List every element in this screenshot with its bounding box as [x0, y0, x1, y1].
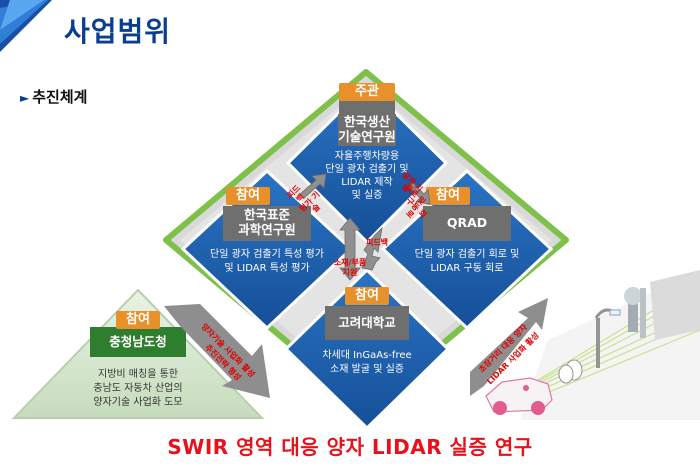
- bottom-box-desc1: 차세대 InGaAs-free: [322, 350, 412, 361]
- top-box-org-line2: 기술연구원: [338, 129, 396, 144]
- top-box-desc1: 자율주행차량용: [334, 151, 400, 162]
- right-box-org: QRAD: [446, 215, 488, 230]
- section-heading: ►추진체계: [20, 86, 87, 107]
- bottom-box-org: 고려대학교: [338, 315, 396, 330]
- label-material-parts: 소재/부품: [333, 258, 367, 267]
- tag-left: [226, 187, 270, 205]
- tag-province: [116, 311, 160, 329]
- province-desc1: 지방비 매칭을 통한: [98, 369, 178, 380]
- top-box-tag: 주관: [355, 84, 379, 99]
- arrow-vertical: [339, 217, 361, 281]
- top-box-org-line1: 한국생산: [343, 114, 390, 129]
- arrow-car: [470, 298, 548, 396]
- province-desc3: 양자기술 사업화 도모: [93, 397, 183, 408]
- left-box-desc2: 및 LIDAR 특성 평가: [224, 263, 310, 274]
- footer-title: SWIR 영역 대응 양자 LIDAR 실증 연구: [167, 435, 533, 459]
- label-feedback-b: 피드백: [365, 238, 389, 247]
- arrow-top-to-right: [407, 181, 431, 205]
- bottom-box-tag: 참여: [355, 288, 379, 303]
- province-tag: 참여: [126, 312, 150, 327]
- tag-top: [339, 83, 395, 101]
- left-box-desc1: 단일 광자 검출기 특성 평가: [210, 249, 324, 260]
- top-box-desc4: 및 실증: [351, 190, 383, 201]
- left-box-tag: 참여: [236, 188, 260, 203]
- right-box-desc2: LIDAR 구동 회로: [430, 263, 504, 274]
- top-box-desc2: 단일 광자 검출기 및: [325, 164, 409, 175]
- bottom-box-desc2: 소재 발굴 및 실증: [330, 364, 404, 375]
- left-box-org-line2: 과학연구원: [238, 222, 296, 237]
- section-label: 추진체계: [32, 88, 88, 106]
- car-scene: [485, 270, 700, 420]
- top-box-desc3: LIDAR 제작: [341, 177, 393, 188]
- right-box-tag: 참여: [436, 188, 460, 203]
- province-name: 충청남도청: [109, 334, 167, 349]
- tag-bottom: [345, 287, 389, 305]
- corner-logo: [0, 0, 52, 52]
- arrow-left-to-top: [299, 173, 327, 199]
- left-box-org-line1: 한국표준: [243, 207, 290, 222]
- label-support: 지원: [342, 268, 358, 277]
- page-title: 사업범위: [64, 15, 172, 48]
- arrow-province: [164, 304, 270, 398]
- tag-right: [426, 187, 470, 205]
- box-top: [285, 82, 449, 245]
- right-box-desc1: 단일 광자 검출기 회로 및: [414, 249, 520, 260]
- province-desc2: 충남도 자동차 산업의: [93, 383, 183, 394]
- bullet-arrow-icon: ►: [20, 91, 30, 105]
- arrow-right-to-bottom: [361, 226, 383, 271]
